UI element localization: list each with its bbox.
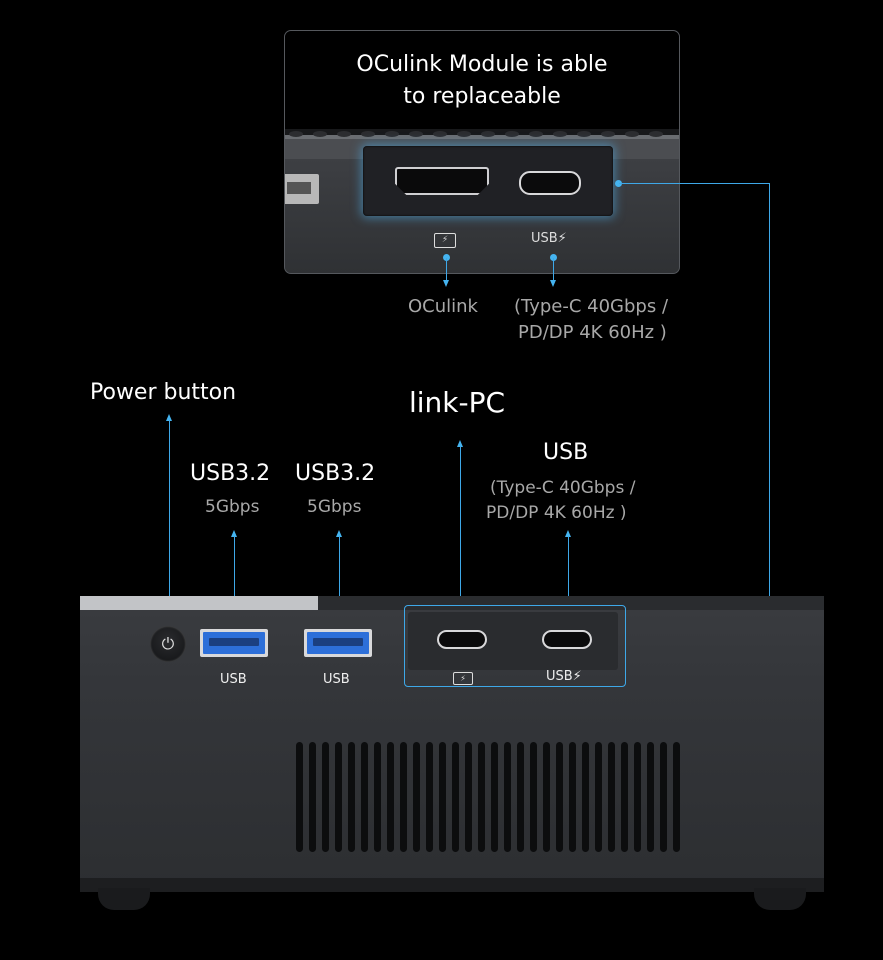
usb-typec-port [542, 630, 592, 649]
module-usb-desc-line2: PD/DP 4K 60Hz ) [518, 322, 667, 343]
arrow-down-icon [443, 280, 449, 287]
usb32-speed-1: 5Gbps [205, 497, 260, 517]
usb32-label-2: USB3.2 [295, 461, 376, 486]
callout-line [446, 258, 447, 280]
link-pc-label: link-PC [409, 386, 506, 419]
mini-pc-bottom-lip [80, 878, 824, 892]
power-button: ⏻ [150, 626, 186, 662]
arrow-up-icon [166, 414, 172, 421]
arrow-up-icon [231, 530, 237, 537]
oculink-port-icon [395, 167, 489, 195]
callout-line-usb2 [339, 536, 340, 620]
connector-line-top [619, 183, 770, 184]
typec-usb-caption: USB⚡ [546, 669, 582, 684]
thunderbolt-symbol-icon: ⚡ [453, 672, 473, 685]
usb32-label-1: USB3.2 [190, 461, 271, 486]
callout-dot [550, 254, 557, 261]
callout-line-usb1 [234, 536, 235, 620]
mini-pc-foot-left [98, 888, 150, 910]
connector-line-right [769, 183, 770, 667]
oculink-label: OCulink [408, 296, 478, 317]
usb-a-port-1 [200, 629, 268, 657]
power-button-label: Power button [90, 380, 237, 405]
link-pc-typec-port [437, 630, 487, 649]
module-title: OCulink Module is able to replaceable [285, 31, 679, 129]
callout-line [553, 258, 554, 280]
callout-line-usbc [568, 536, 569, 618]
mini-pc-foot-right [754, 888, 806, 910]
oculink-symbol-icon: ⚡ [434, 233, 456, 248]
module-usb-label: USB⚡ [531, 231, 567, 246]
side-usb-port-icon [285, 174, 319, 204]
front-vent [296, 742, 686, 852]
arrow-up-icon [336, 530, 342, 537]
arrow-down-icon [550, 280, 556, 287]
connector-dot [615, 180, 622, 187]
typec-highlight-frame [404, 605, 626, 687]
oculink-module-inset: OCulink Module is able to replaceable ⚡ … [284, 30, 680, 274]
arrow-up-icon [457, 440, 463, 447]
usb-a-caption-2: USB [323, 672, 350, 687]
module-title-line2: to replaceable [403, 84, 561, 109]
usb-desc-line2: PD/DP 4K 60Hz ) [486, 503, 627, 523]
callout-dot [443, 254, 450, 261]
module-typec-port-icon [519, 171, 581, 195]
module-usb-desc-line1: (Type-C 40Gbps / [514, 296, 669, 317]
arrow-up-icon [565, 530, 571, 537]
usb-desc-line1: (Type-C 40Gbps / [490, 478, 636, 498]
callout-line-linkpc [460, 446, 461, 618]
module-title-line1: OCulink Module is able [356, 52, 608, 77]
usb-a-port-2 [304, 629, 372, 657]
mini-pc-top-strip [80, 596, 824, 610]
callout-line-power [169, 420, 170, 620]
usb32-speed-2: 5Gbps [307, 497, 362, 517]
usb-a-caption-1: USB [220, 672, 247, 687]
usb-title-label: USB [543, 440, 589, 465]
